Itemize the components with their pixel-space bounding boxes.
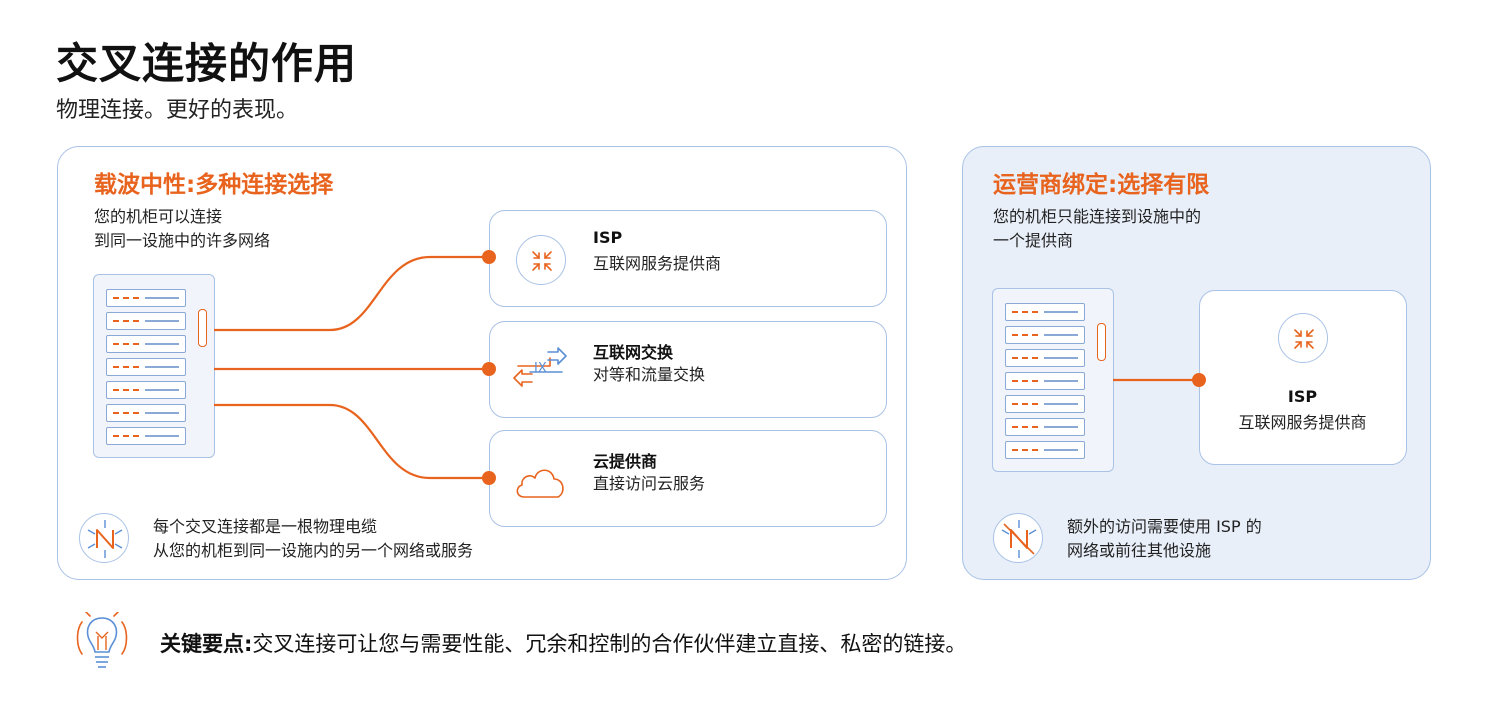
rack-handle: [1097, 323, 1106, 361]
isp-card-title: ISP: [593, 228, 623, 247]
isp-card-subtitle: 互联网服务提供商: [593, 254, 722, 273]
rack-unit: [106, 312, 186, 330]
carrier-neutral-description: 您的机柜可以连接 到同一设施中的许多网络: [94, 205, 270, 253]
isp-card-title: ISP: [1287, 387, 1318, 406]
carrier-neutral-panel: 载波中性:多种连接选择 您的机柜可以连接 到同一设施中的许多网络 ISP 互: [57, 146, 907, 580]
cloud-provider-subtitle: 直接访问云服务: [593, 474, 706, 493]
rack-unit: [1005, 303, 1085, 321]
note-line: 每个交叉连接都是一根物理电缆: [153, 517, 378, 536]
rack-unit: [1005, 372, 1085, 390]
note-line: 从您的机柜到同一设施内的另一个网络或服务: [153, 541, 474, 560]
lightbulb-icon: [72, 611, 132, 674]
cloud-provider-title: 云提供商: [593, 452, 658, 471]
internet-exchange-card: IX 互联网交换 对等和流量交换: [489, 321, 887, 418]
carrier-locked-note: 额外的访问需要使用 ISP 的 网络或前往其他设施: [1067, 515, 1262, 563]
svg-text:IX: IX: [534, 361, 547, 376]
rack-unit: [1005, 326, 1085, 344]
rack-unit: [106, 404, 186, 422]
rack-unit: [106, 358, 186, 376]
description-line: 一个提供商: [993, 231, 1074, 250]
isp-card-subtitle: 互联网服务提供商: [1238, 413, 1367, 432]
note-line: 网络或前往其他设施: [1067, 541, 1212, 560]
key-takeaway: 关键要点:交叉连接可让您与需要性能、冗余和控制的合作伙伴建立直接、私密的链接。: [160, 628, 966, 658]
note-line: 额外的访问需要使用 ISP 的: [1067, 517, 1262, 536]
page-title: 交叉连接的作用: [56, 39, 358, 88]
takeaway-label: 关键要点:: [160, 632, 253, 656]
connector-dot: [482, 250, 496, 264]
description-line: 您的机柜可以连接: [94, 207, 223, 226]
cloud-provider-card: 云提供商 直接访问云服务: [489, 430, 887, 527]
isp-card: ISP 互联网服务提供商: [1199, 290, 1407, 465]
rack-unit: [106, 381, 186, 399]
description-line: 您的机柜只能连接到设施中的: [993, 207, 1202, 226]
isp-arrows-icon: [1278, 313, 1328, 363]
rack-unit: [1005, 349, 1085, 367]
page-subtitle: 物理连接。更好的表现。: [56, 98, 299, 123]
internet-exchange-subtitle: 对等和流量交换: [593, 365, 706, 384]
rack-unit: [106, 289, 186, 307]
isp-arrows-icon: [516, 235, 566, 285]
rack-unit: [106, 335, 186, 353]
connector-isp: [214, 255, 489, 332]
connector-cloud: [214, 403, 489, 480]
connector-dot: [1192, 373, 1206, 387]
carrier-locked-description: 您的机柜只能连接到设施中的 一个提供商: [993, 205, 1201, 253]
cloud-icon: [512, 459, 570, 503]
connector-dot: [482, 471, 496, 485]
carrier-neutral-title: 载波中性:多种连接选择: [94, 172, 334, 198]
rack-unit: [1005, 441, 1085, 459]
takeaway-text: 交叉连接可让您与需要性能、冗余和控制的合作伙伴建立直接、私密的链接。: [252, 632, 967, 656]
carrier-locked-title: 运营商绑定:选择有限: [993, 172, 1210, 198]
rack-handle: [198, 309, 207, 347]
rack-unit: [106, 427, 186, 445]
cross-connect-note: 每个交叉连接都是一根物理电缆 从您的机柜到同一设施内的另一个网络或服务: [153, 515, 473, 563]
description-line: 到同一设施中的许多网络: [94, 231, 271, 250]
rack-unit: [1005, 418, 1085, 436]
server-rack: [93, 274, 215, 458]
cross-connect-icon: [79, 513, 129, 563]
isp-card: ISP 互联网服务提供商: [489, 210, 887, 307]
internet-exchange-title: 互联网交换: [593, 343, 674, 362]
connector-dot: [482, 362, 496, 376]
rack-unit: [1005, 395, 1085, 413]
ix-exchange-icon: IX: [512, 344, 568, 394]
blocked-connect-icon: [993, 513, 1043, 563]
